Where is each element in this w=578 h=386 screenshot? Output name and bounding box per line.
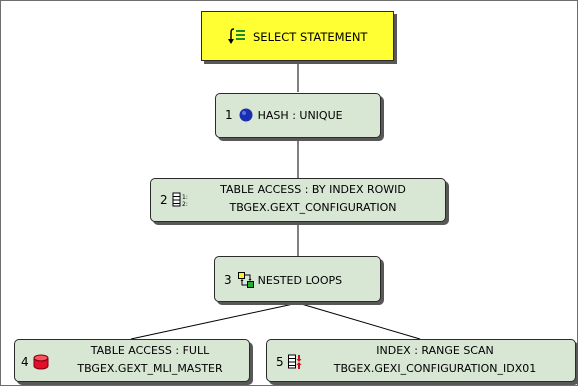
node-id: 2 — [160, 193, 168, 207]
node-object: TBGEX.GEXT_CONFIGURATION — [229, 201, 397, 214]
plan-node-select-statement[interactable]: SELECT STATEMENT — [201, 11, 394, 61]
plan-node-1[interactable]: 1 HASH : UNIQUE — [215, 93, 381, 138]
svg-text:1:: 1: — [182, 194, 188, 201]
node-operation: INDEX : RANGE SCAN — [376, 344, 494, 357]
node-id: 5 — [276, 355, 284, 369]
plan-node-2[interactable]: 2 1: 2: TABLE ACCESS : BY INDEX ROWID TB… — [150, 178, 446, 222]
root-label: SELECT STATEMENT — [253, 30, 368, 44]
node-operation: NESTED LOOPS — [257, 273, 343, 287]
edge-3-4 — [130, 302, 299, 340]
hash-circle-icon — [239, 108, 253, 122]
plan-node-5[interactable]: 5 INDEX : RANGE SCAN TBGEX.GEXI_CONFIGUR… — [266, 339, 576, 382]
node-id: 1 — [225, 108, 233, 122]
select-statement-icon — [228, 28, 246, 46]
node-operation: TABLE ACCESS : FULL — [90, 344, 210, 357]
node-object: TBGEX.GEXT_MLI_MASTER — [77, 362, 223, 375]
node-id: 4 — [21, 355, 29, 369]
svg-text:2:: 2: — [182, 201, 188, 208]
node-operation: TABLE ACCESS : BY INDEX ROWID — [220, 183, 406, 196]
table-rowid-icon: 1: 2: — [172, 192, 192, 208]
node-operation: HASH : UNIQUE — [257, 108, 343, 122]
plan-node-4[interactable]: 4 TABLE ACCESS : FULL TBGEX.GEXT_MLI_MAS… — [14, 339, 250, 382]
plan-node-3[interactable]: 3 NESTED LOOPS — [214, 256, 381, 302]
index-range-scan-icon — [287, 354, 304, 370]
node-object: TBGEX.GEXI_CONFIGURATION_IDX01 — [333, 362, 537, 375]
nested-loops-icon — [237, 272, 254, 288]
table-full-icon — [33, 354, 49, 370]
node-id: 3 — [224, 273, 232, 287]
edge-3-5 — [297, 302, 421, 340]
